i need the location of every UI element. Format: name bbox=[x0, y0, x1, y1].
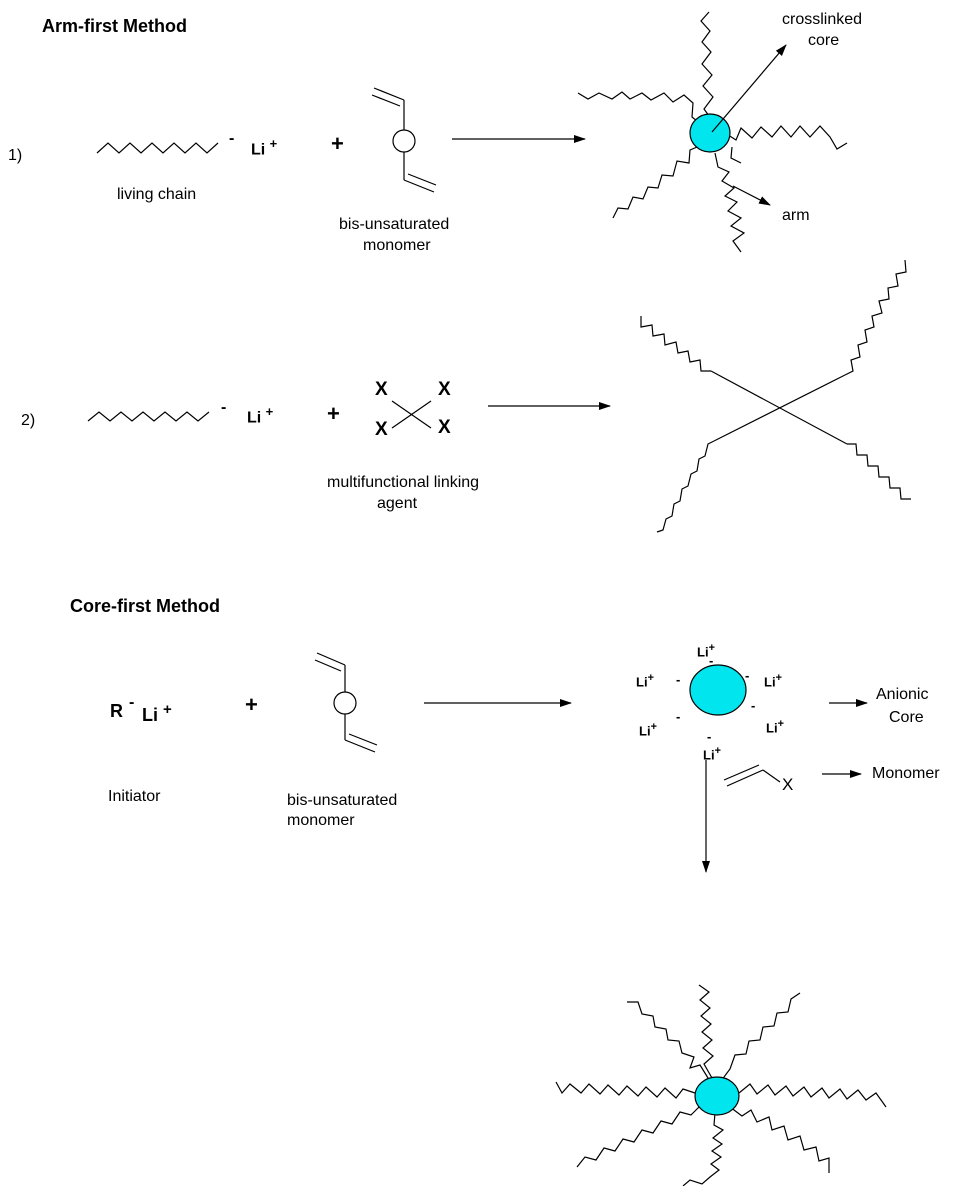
arm bbox=[612, 144, 703, 219]
x-label-top-left: X bbox=[375, 379, 388, 400]
initiator-lithium: Li + bbox=[142, 701, 172, 725]
crosslinked-core-label-b: core bbox=[808, 32, 840, 49]
lithium-label-2: Li + bbox=[247, 404, 274, 427]
initiator-r: R bbox=[110, 701, 123, 721]
arm bbox=[724, 125, 848, 150]
core-charge-bottom: - bbox=[707, 729, 712, 744]
core-ion-right: Li+ bbox=[764, 672, 782, 690]
crosslinked-core-label-a: crosslinked bbox=[782, 11, 863, 28]
initiator-charge: - bbox=[129, 694, 135, 711]
arm bbox=[555, 1081, 699, 1099]
core-ion-left: Li+ bbox=[636, 672, 654, 690]
core-ion-lower-right: Li+ bbox=[766, 718, 784, 736]
step-1-number: 1) bbox=[8, 147, 23, 164]
arm-first-heading: Arm-first Method bbox=[42, 16, 187, 36]
arm bbox=[729, 1106, 830, 1173]
core-charge-right: - bbox=[745, 668, 750, 683]
arm bbox=[714, 152, 746, 253]
arm bbox=[738, 1083, 887, 1108]
core-ion-top: Li+ bbox=[697, 642, 715, 660]
living-chain-2 bbox=[87, 411, 210, 422]
x-label-bottom-right: X bbox=[438, 417, 451, 438]
chain-charge-1: - bbox=[229, 130, 235, 147]
arm bbox=[640, 316, 711, 372]
living-chain-label: living chain bbox=[117, 186, 197, 203]
arm-label: arm bbox=[782, 207, 810, 224]
bis-unsaturated-monomer-1 bbox=[371, 87, 437, 193]
star-polymer-linked bbox=[640, 259, 911, 533]
x-label-bottom-left: X bbox=[375, 419, 388, 440]
core-first-heading: Core-first Method bbox=[70, 596, 220, 616]
step-2-number: 2) bbox=[21, 412, 36, 429]
initiator-label: Initiator bbox=[108, 788, 161, 805]
arm bbox=[730, 146, 742, 164]
core-callout-arrow bbox=[711, 44, 787, 133]
arm bbox=[698, 984, 714, 1079]
anionic-core-label-b: Core bbox=[889, 709, 924, 726]
crosslinked-core bbox=[689, 113, 731, 153]
arm-callout-arrow bbox=[732, 185, 771, 206]
monomer-label-1a: bis-unsaturated bbox=[339, 216, 450, 233]
monomer-label-2b: monomer bbox=[287, 812, 355, 829]
arm bbox=[847, 443, 911, 500]
polymer-core bbox=[694, 1076, 740, 1116]
star-polymer-core-first bbox=[555, 984, 887, 1186]
monomer-label-1b: monomer bbox=[363, 237, 431, 254]
arm bbox=[844, 259, 907, 376]
linker-label-b: agent bbox=[377, 495, 418, 512]
core-charge-top: - bbox=[709, 653, 714, 668]
vinyl-x-label: X bbox=[782, 775, 794, 794]
core-ion-lower-left: Li+ bbox=[639, 721, 657, 739]
arm bbox=[682, 1112, 725, 1186]
core-charge-lower-left: - bbox=[676, 709, 681, 724]
plus-operator-3: + bbox=[245, 692, 258, 717]
linking-agent-bonds bbox=[391, 400, 432, 429]
core-charge-left: - bbox=[676, 672, 681, 687]
chain-charge-2: - bbox=[221, 399, 227, 416]
linker-label-a: multifunctional linking bbox=[327, 474, 480, 491]
arm bbox=[627, 1001, 709, 1079]
living-chain-1 bbox=[96, 142, 219, 154]
vinyl-monomer bbox=[723, 764, 781, 787]
arm bbox=[577, 91, 703, 126]
monomer-callout-label: Monomer bbox=[872, 765, 940, 782]
plus-operator-2: + bbox=[327, 401, 340, 426]
anionic-core-label-a: Anionic bbox=[876, 686, 929, 703]
core-charge-lower-right: - bbox=[751, 698, 756, 713]
lithium-label-1: Li + bbox=[251, 136, 278, 159]
arm bbox=[700, 11, 714, 121]
arm bbox=[720, 992, 801, 1082]
monomer-label-2a: bis-unsaturated bbox=[287, 792, 398, 809]
x-label-top-right: X bbox=[438, 379, 451, 400]
plus-operator-1: + bbox=[331, 131, 344, 156]
arm bbox=[576, 1103, 703, 1168]
anionic-core bbox=[689, 664, 747, 716]
bis-unsaturated-monomer-core-first bbox=[314, 652, 378, 753]
arm bbox=[656, 440, 715, 533]
core-ion-bottom: Li+ bbox=[703, 745, 721, 763]
